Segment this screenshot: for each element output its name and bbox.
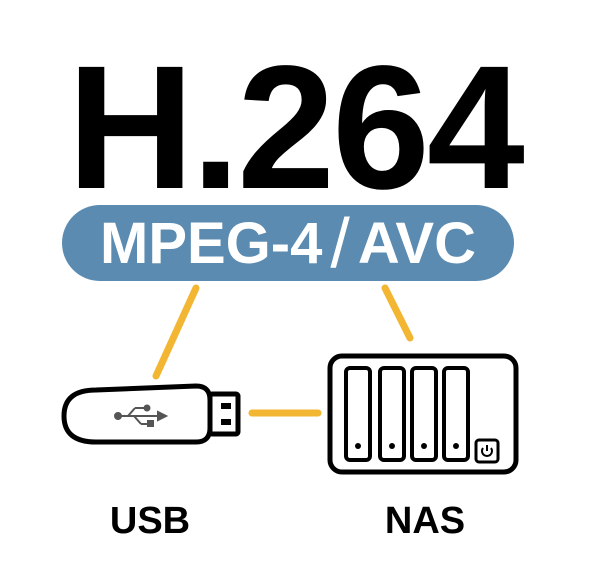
codec-separator: / [330, 204, 350, 282]
usb-label: USB [109, 500, 191, 542]
connector-line-pill-usb [152, 284, 200, 380]
codec-standard-label: MPEG-4 [100, 210, 323, 276]
power-icon [474, 438, 500, 464]
connector-line-pill-nas [381, 284, 414, 342]
codec-name-label: AVC [357, 210, 476, 276]
nas-server-icon [327, 353, 519, 475]
usb-stick-icon [61, 383, 241, 445]
page-title: H.264 [67, 30, 525, 226]
codec-pill: MPEG-4 / AVC [62, 205, 514, 281]
nas-label: NAS [384, 500, 466, 542]
usb-symbol-icon [114, 404, 169, 427]
